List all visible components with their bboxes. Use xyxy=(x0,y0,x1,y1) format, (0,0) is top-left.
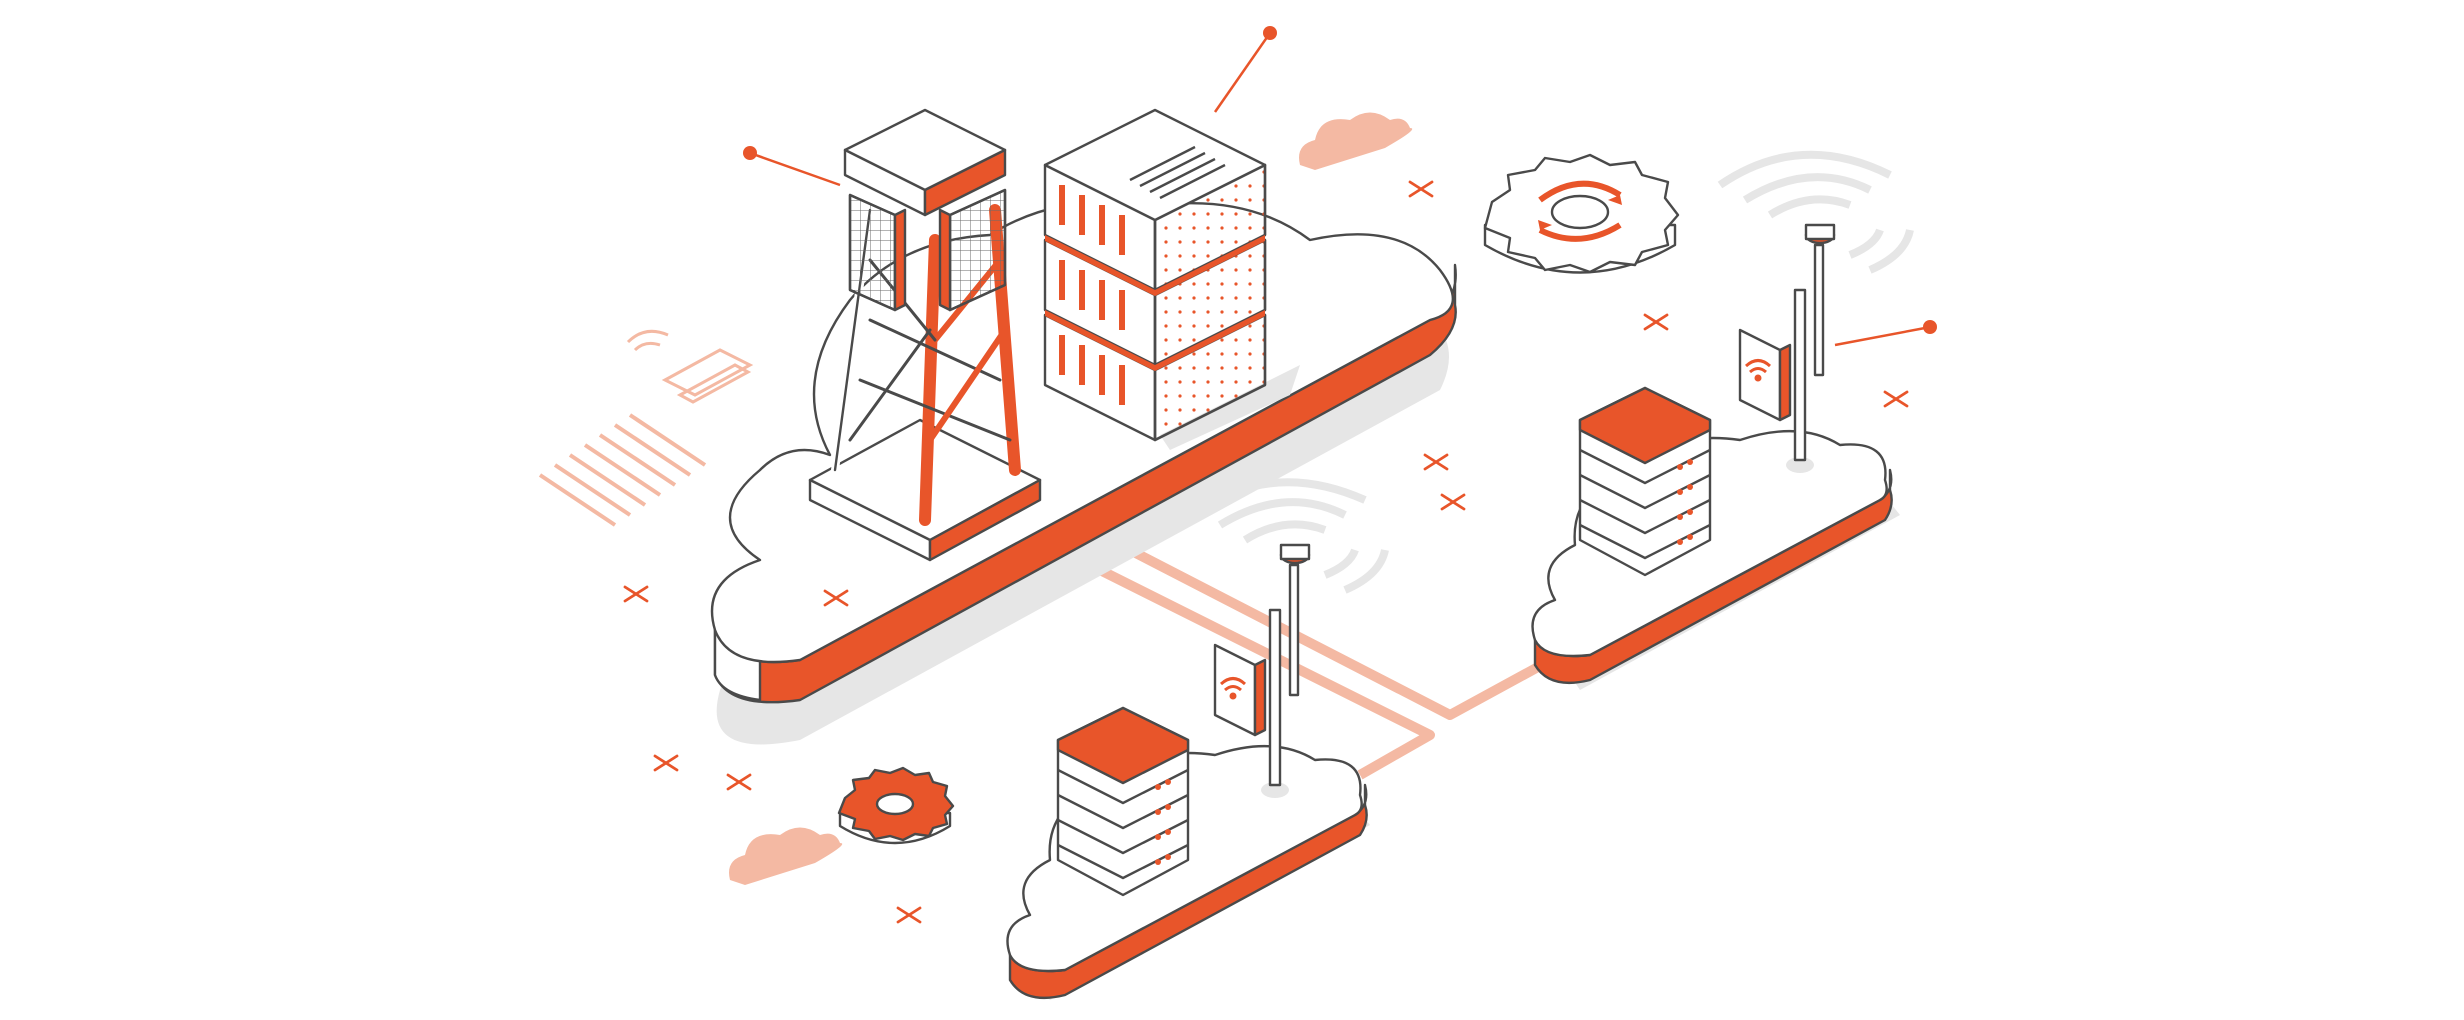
server-rack-icon xyxy=(1043,26,1300,450)
connection-line-main-to-right xyxy=(1127,545,1563,720)
rack-lid xyxy=(1043,108,1267,222)
tower-top xyxy=(843,108,1007,217)
cloud-icon xyxy=(729,827,843,885)
main-cloud-platform xyxy=(710,200,1457,745)
antenna-callout xyxy=(1834,320,1937,347)
wifi-icon xyxy=(1744,359,1772,382)
server-stack-lid xyxy=(1578,386,1712,465)
cell-tower-icon xyxy=(743,108,1042,562)
decorative-stripes xyxy=(538,413,707,527)
server-stack-icon xyxy=(1056,706,1190,897)
rack-module-top xyxy=(1043,108,1267,296)
server-stack-icon xyxy=(1578,386,1712,577)
wifi-icon xyxy=(1219,677,1247,700)
decorative-crosses xyxy=(623,180,1909,924)
decorative-router-icon xyxy=(626,329,754,404)
tower-antenna-panels xyxy=(848,188,1007,312)
tower-callout xyxy=(743,146,841,187)
connection-line-main-to-bottom xyxy=(1097,565,1435,780)
connection-lines xyxy=(1097,545,1563,780)
gear-icon xyxy=(837,766,955,845)
cloud-icon xyxy=(1299,112,1413,170)
gear-icon xyxy=(1483,153,1680,274)
rack-callout xyxy=(1213,26,1277,113)
antenna-icon xyxy=(1197,478,1389,798)
signal-waves xyxy=(1717,150,1914,274)
signal-waves xyxy=(1197,478,1389,594)
rack-drive-bays xyxy=(1059,185,1125,405)
antenna-icon xyxy=(1717,150,1937,473)
